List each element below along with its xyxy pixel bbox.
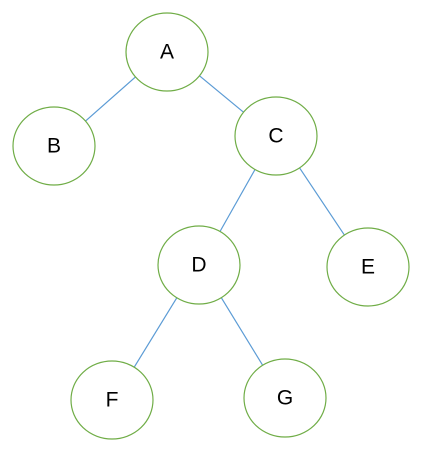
node-circle-b (12, 106, 96, 186)
node-label-c: C (268, 125, 283, 148)
node-circle-c (234, 96, 318, 176)
nodes-layer: A B C D E F G (12, 12, 410, 440)
node-b: B (12, 106, 96, 186)
node-label-g: G (277, 387, 293, 410)
node-label-e: E (361, 256, 375, 279)
node-c: C (234, 96, 318, 176)
node-circle-f (70, 360, 154, 440)
node-circle-e (326, 227, 410, 307)
edge-c-e (299, 167, 345, 236)
node-circle-g (243, 358, 327, 438)
node-circle-a (125, 12, 209, 92)
edge-c-d (219, 169, 256, 232)
edge-a-c (199, 75, 244, 113)
node-label-f: F (106, 389, 119, 412)
node-label-a: A (160, 41, 174, 64)
node-g: G (243, 358, 327, 438)
node-label-d: D (191, 254, 206, 277)
node-circle-d (157, 225, 241, 305)
node-e: E (326, 227, 410, 307)
node-f: F (70, 360, 154, 440)
edge-d-f (133, 297, 178, 368)
edges-layer (85, 75, 345, 368)
edge-d-g (220, 297, 264, 366)
node-d: D (157, 225, 241, 305)
node-a: A (125, 12, 209, 92)
node-label-b: B (47, 135, 61, 158)
edge-a-b (85, 76, 136, 122)
